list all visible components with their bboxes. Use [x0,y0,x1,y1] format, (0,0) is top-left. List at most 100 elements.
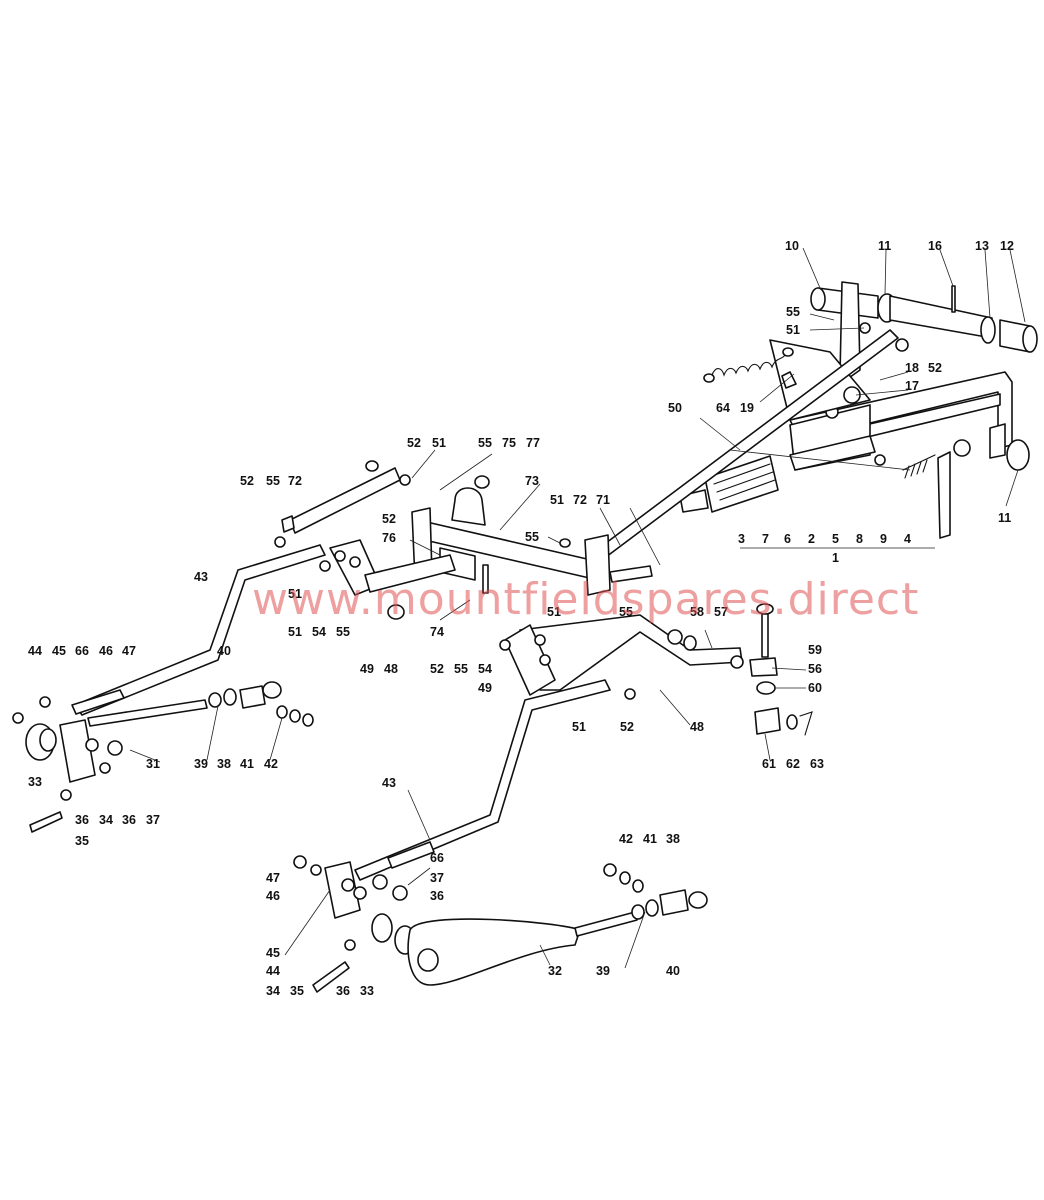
callout-label: 39 [596,964,610,978]
callout-label: 36 [75,813,89,827]
callout-label: 41 [240,757,254,771]
link-72-left [274,460,411,548]
callout-label: 50 [668,401,682,415]
callout-label: 66 [430,851,444,865]
callout-label: 46 [266,889,280,903]
callout-label: 51 [547,605,561,619]
callout-label: 47 [122,644,136,658]
callout-label: 52 [382,512,396,526]
callout-label: 42 [264,757,278,771]
callout-label: 75 [502,436,516,450]
callout-label: 37 [430,871,444,885]
callout-label: 11 [878,239,891,253]
callout-label: 61 [762,757,776,771]
callout-label: 51 [786,323,800,337]
callout-label: 54 [312,625,326,639]
callout-label: 40 [666,964,680,978]
callout-label: 74 [430,625,444,639]
callout-label: 12 [1000,239,1014,253]
callout-label: 11 [998,511,1011,525]
pedal-arm-48 [499,603,813,736]
callout-label: 7 [762,532,769,546]
callout-label: 55 [478,436,492,450]
callout-label: 76 [382,531,396,545]
callout-label: 48 [384,662,398,676]
callout-label: 33 [360,984,374,998]
callout-label: 60 [808,681,822,695]
callout-label: 36 [336,984,350,998]
callout-label: 51 [288,625,302,639]
callout-label: 72 [288,474,302,488]
callout-label: 38 [217,757,231,771]
callout-label: 2 [808,532,815,546]
callout-label: 34 [266,984,280,998]
watermark-text: www.mountfieldspares.direct [252,574,919,625]
callout-label: 45 [266,946,280,960]
callout-label: 32 [548,964,562,978]
cross-shaft-assembly [411,475,653,596]
callout-label: 62 [786,757,800,771]
callout-label: 37 [146,813,160,827]
callout-label: 72 [573,493,587,507]
callout-label: 40 [217,644,231,658]
long-rod-43-upper [71,544,326,716]
callout-label: 3 [738,532,745,546]
callout-label: 55 [336,625,350,639]
callout-label: 71 [596,493,610,507]
pedal-frame-assembly [679,322,1030,539]
callout-label: 16 [928,239,942,253]
callout-label: 43 [382,776,396,790]
leader-lines [129,247,1026,969]
callout-label: 52 [240,474,254,488]
callout-label: 46 [99,644,113,658]
callout-label: 17 [905,379,919,393]
callout-label: 55 [619,605,633,619]
callout-label: 64 [716,401,730,415]
callout-label: 39 [194,757,208,771]
callout-label: 9 [880,532,887,546]
callout-label: 52 [407,436,421,450]
callout-label: 77 [526,436,540,450]
callout-label: 57 [714,605,728,619]
left-clevis-assembly [12,681,314,833]
callout-label: 44 [266,964,280,978]
callout-label: 66 [75,644,89,658]
bottom-clevis-assembly [293,855,708,993]
callout-label: 10 [785,239,799,253]
callout-label: 35 [75,834,89,848]
callout-label: 59 [808,643,822,657]
pivot-shaft-assembly [810,281,1038,381]
callout-label: 36 [430,889,444,903]
callout-label: 55 [454,662,468,676]
callout-label: 52 [620,720,634,734]
callout-label: 31 [146,757,160,771]
callout-label: 33 [28,775,42,789]
callout-label: 42 [619,832,633,846]
callout-label: 1 [832,551,839,565]
callout-label: 55 [266,474,280,488]
callout-label: 36 [122,813,136,827]
callout-label: 41 [643,832,657,846]
callout-label: 55 [786,305,800,319]
callout-label: 48 [690,720,704,734]
callout-label: 4 [904,532,911,546]
callout-label: 54 [478,662,492,676]
callout-labels: 10 11 16 13 12 55 51 18 52 17 64 19 50 1… [28,239,1014,998]
callout-label: 5 [832,532,839,546]
callout-label: 49 [360,662,374,676]
callout-label: 51 [572,720,586,734]
callout-label: 47 [266,871,280,885]
callout-label: 6 [784,532,791,546]
callout-label: 18 [905,361,919,375]
callout-label: 38 [666,832,680,846]
callout-label: 43 [194,570,208,584]
callout-label: 51 [288,587,302,601]
spring-64 [703,347,797,389]
callout-label: 13 [975,239,989,253]
callout-label: 45 [52,644,66,658]
callout-label: 19 [740,401,754,415]
callout-label: 73 [525,474,539,488]
callout-label: 58 [690,605,704,619]
